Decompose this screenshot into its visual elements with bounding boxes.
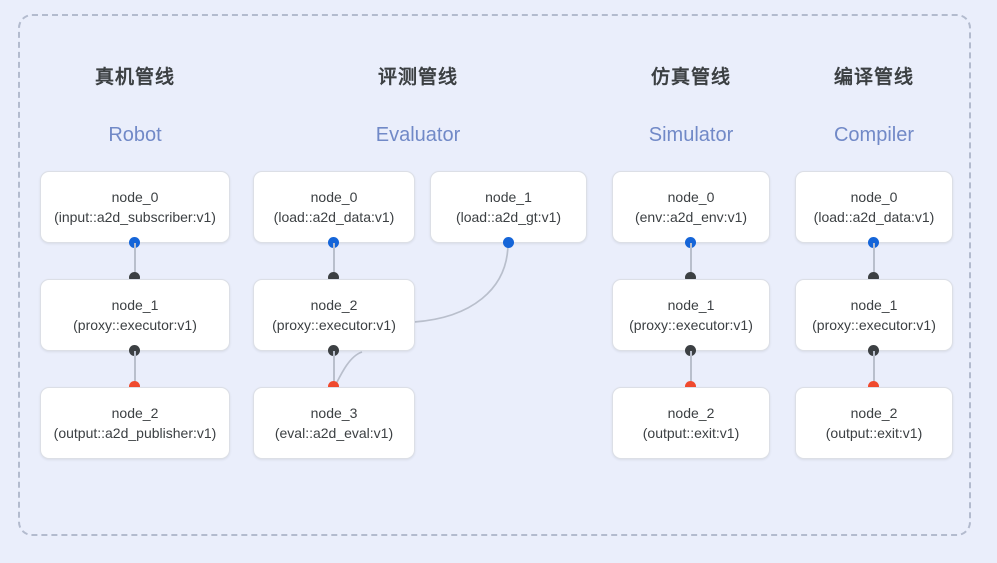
port-output-blue[interactable] xyxy=(129,237,140,248)
node-signature: (load::a2d_gt:v1) xyxy=(455,209,562,225)
node-name: node_1 xyxy=(667,297,715,313)
node-evaluator-3[interactable]: node_3 (eval::a2d_eval:v1) xyxy=(253,387,415,459)
edge-robot-1-2 xyxy=(134,351,136,386)
node-name: node_0 xyxy=(667,189,715,205)
node-name: node_0 xyxy=(111,189,159,205)
node-signature: (proxy::executor:v1) xyxy=(272,317,396,333)
node-signature: (proxy::executor:v1) xyxy=(629,317,753,333)
port-link-dark[interactable] xyxy=(685,272,696,283)
node-signature: (load::a2d_data:v1) xyxy=(813,209,935,225)
port-output-blue[interactable] xyxy=(503,237,514,248)
node-evaluator-2[interactable]: node_2 (proxy::executor:v1) xyxy=(253,279,415,351)
node-signature: (proxy::executor:v1) xyxy=(812,317,936,333)
edge-compiler-0-1 xyxy=(873,243,875,278)
edge-compiler-1-2 xyxy=(873,351,875,386)
port-link-dark[interactable] xyxy=(129,345,140,356)
node-compiler-2[interactable]: node_2 (output::exit:v1) xyxy=(795,387,953,459)
column-title-cn-evaluator: 评测管线 xyxy=(377,67,458,88)
node-signature: (eval::a2d_eval:v1) xyxy=(274,425,394,441)
diagram-frame xyxy=(18,14,971,536)
node-evaluator-1-gt[interactable]: node_1 (load::a2d_gt:v1) xyxy=(430,171,587,243)
node-name: node_2 xyxy=(310,297,358,313)
column-title-en-robot: Robot xyxy=(108,124,162,146)
column-title-cn-robot: 真机管线 xyxy=(94,67,175,88)
node-evaluator-0[interactable]: node_0 (load::a2d_data:v1) xyxy=(253,171,415,243)
port-link-dark[interactable] xyxy=(328,272,339,283)
node-name: node_1 xyxy=(111,297,159,313)
node-robot-0[interactable]: node_0 (input::a2d_subscriber:v1) xyxy=(40,171,230,243)
node-signature: (load::a2d_data:v1) xyxy=(273,209,395,225)
port-input-red[interactable] xyxy=(685,381,696,392)
node-signature: (env::a2d_env:v1) xyxy=(634,209,748,225)
port-link-dark[interactable] xyxy=(685,345,696,356)
port-output-blue[interactable] xyxy=(685,237,696,248)
column-title-en-compiler: Compiler xyxy=(833,124,915,146)
node-simulator-1[interactable]: node_1 (proxy::executor:v1) xyxy=(612,279,770,351)
node-name: node_0 xyxy=(850,189,898,205)
node-name: node_1 xyxy=(850,297,898,313)
node-robot-2[interactable]: node_2 (output::a2d_publisher:v1) xyxy=(40,387,230,459)
node-simulator-2[interactable]: node_2 (output::exit:v1) xyxy=(612,387,770,459)
port-link-dark[interactable] xyxy=(328,345,339,356)
node-signature: (input::a2d_subscriber:v1) xyxy=(54,209,216,225)
column-title-en-simulator: Simulator xyxy=(648,124,734,146)
node-simulator-0[interactable]: node_0 (env::a2d_env:v1) xyxy=(612,171,770,243)
pipeline-column-compiler: 编译管线 Compiler xyxy=(795,0,953,563)
node-name: node_2 xyxy=(111,405,159,421)
node-name: node_3 xyxy=(310,405,358,421)
edge-evaluator-2-3 xyxy=(333,351,335,386)
port-output-blue[interactable] xyxy=(868,237,879,248)
node-signature: (output::a2d_publisher:v1) xyxy=(53,425,217,441)
node-signature: (output::exit:v1) xyxy=(642,425,740,441)
port-link-dark[interactable] xyxy=(868,345,879,356)
port-input-red[interactable] xyxy=(868,381,879,392)
port-input-red[interactable] xyxy=(129,381,140,392)
column-title-cn-compiler: 编译管线 xyxy=(833,67,914,88)
node-robot-1[interactable]: node_1 (proxy::executor:v1) xyxy=(40,279,230,351)
pipeline-column-simulator: 仿真管线 Simulator xyxy=(612,0,770,563)
node-signature: (output::exit:v1) xyxy=(825,425,923,441)
edge-simulator-0-1 xyxy=(690,243,692,278)
port-output-blue[interactable] xyxy=(328,237,339,248)
port-link-dark[interactable] xyxy=(129,272,140,283)
edge-robot-0-1 xyxy=(134,243,136,278)
edge-evaluator-0-2 xyxy=(333,243,335,278)
edge-simulator-1-2 xyxy=(690,351,692,386)
node-name: node_1 xyxy=(485,189,532,205)
column-title-en-evaluator: Evaluator xyxy=(375,124,461,146)
node-signature: (proxy::executor:v1) xyxy=(73,317,197,333)
node-name: node_2 xyxy=(667,405,715,421)
port-input-red[interactable] xyxy=(328,381,339,392)
node-name: node_0 xyxy=(310,189,358,205)
node-compiler-1[interactable]: node_1 (proxy::executor:v1) xyxy=(795,279,953,351)
column-title-cn-simulator: 仿真管线 xyxy=(650,67,731,88)
pipeline-column-evaluator: 评测管线 Evaluator xyxy=(253,0,583,563)
port-link-dark[interactable] xyxy=(868,272,879,283)
node-name: node_2 xyxy=(850,405,898,421)
pipeline-column-robot: 真机管线 Robot xyxy=(40,0,230,563)
node-compiler-0[interactable]: node_0 (load::a2d_data:v1) xyxy=(795,171,953,243)
